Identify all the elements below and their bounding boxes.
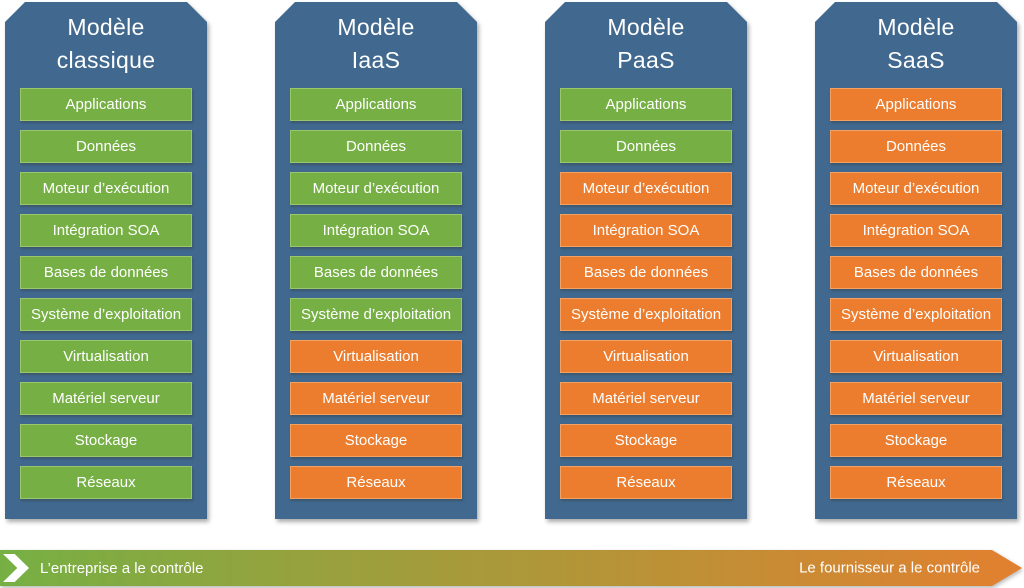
layer-box: Stockage xyxy=(20,424,192,457)
layer-box: Virtualisation xyxy=(560,340,732,373)
layer-box: Applications xyxy=(560,88,732,121)
column-title-line1: Modèle xyxy=(337,14,415,40)
layer-box: Intégration SOA xyxy=(290,214,462,247)
layer-box: Données xyxy=(290,130,462,163)
layer-box: Intégration SOA xyxy=(830,214,1002,247)
layer-box: Bases de données xyxy=(560,256,732,289)
layer-box: Bases de données xyxy=(290,256,462,289)
column-title: Modèle IaaS xyxy=(275,2,477,78)
layer-box: Bases de données xyxy=(20,256,192,289)
control-gradient-bar: L’entreprise a le contrôle Le fournisseu… xyxy=(0,550,1022,586)
enterprise-control-label: L’entreprise a le contrôle xyxy=(40,559,204,577)
layer-box: Moteur d’exécution xyxy=(830,172,1002,205)
layer-box: Réseaux xyxy=(560,466,732,499)
layer-box: Données xyxy=(830,130,1002,163)
column-title-line2: SaaS xyxy=(887,47,945,73)
layer-box: Système d’exploitation xyxy=(20,298,192,331)
column-title-line1: Modèle xyxy=(67,14,145,40)
layer-box: Virtualisation xyxy=(20,340,192,373)
layer-box: Virtualisation xyxy=(290,340,462,373)
layer-box: Réseaux xyxy=(20,466,192,499)
column-title: Modèle classique xyxy=(5,2,207,78)
layer-box: Virtualisation xyxy=(830,340,1002,373)
column-title-line2: IaaS xyxy=(351,47,401,73)
layer-box: Moteur d’exécution xyxy=(290,172,462,205)
layer-box: Applications xyxy=(290,88,462,121)
layer-box: Système d’exploitation xyxy=(830,298,1002,331)
column-title-line2: PaaS xyxy=(617,47,675,73)
layer-box: Réseaux xyxy=(830,466,1002,499)
layer-box: Moteur d’exécution xyxy=(20,172,192,205)
column-title-line2: classique xyxy=(56,47,156,73)
layer-box: Stockage xyxy=(290,424,462,457)
layer-box: Bases de données xyxy=(830,256,1002,289)
layer-box: Système d’exploitation xyxy=(560,298,732,331)
layer-box: Moteur d’exécution xyxy=(560,172,732,205)
layer-box: Matériel serveur xyxy=(20,382,192,415)
layer-box: Réseaux xyxy=(290,466,462,499)
layer-box: Matériel serveur xyxy=(830,382,1002,415)
layer-box: Stockage xyxy=(560,424,732,457)
provider-control-label: Le fournisseur a le contrôle xyxy=(799,559,980,577)
layer-box: Intégration SOA xyxy=(20,214,192,247)
column-title: Modèle SaaS xyxy=(815,2,1017,78)
layer-box: Applications xyxy=(830,88,1002,121)
chevron-right-icon xyxy=(3,554,29,582)
column-title-line1: Modèle xyxy=(607,14,685,40)
layer-box: Données xyxy=(560,130,732,163)
layer-box: Stockage xyxy=(830,424,1002,457)
layer-box: Intégration SOA xyxy=(560,214,732,247)
layer-box: Données xyxy=(20,130,192,163)
layer-box: Matériel serveur xyxy=(560,382,732,415)
layer-box: Applications xyxy=(20,88,192,121)
column-title-line1: Modèle xyxy=(877,14,955,40)
column-title: Modèle PaaS xyxy=(545,2,747,78)
control-legend-arrow: L’entreprise a le contrôle Le fournisseu… xyxy=(0,550,1022,586)
layer-box: Matériel serveur xyxy=(290,382,462,415)
layer-box: Système d’exploitation xyxy=(290,298,462,331)
